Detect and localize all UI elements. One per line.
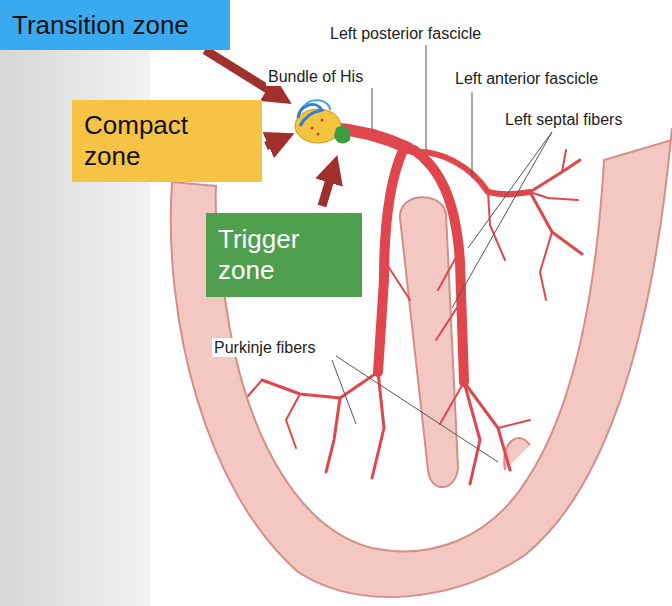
- dot: [321, 119, 324, 122]
- part-label: Left anterior fascicle: [453, 69, 600, 88]
- green-zone-box: Trigger zone: [206, 213, 362, 297]
- dot: [311, 127, 314, 130]
- zone-label: Transition zone: [12, 10, 189, 41]
- zone-label: Compact zone: [84, 110, 234, 172]
- transition-zone-mark: [304, 100, 330, 110]
- av-node: [295, 109, 341, 143]
- conduction-system: [248, 128, 582, 484]
- part-label: Purkinje fibers: [212, 338, 317, 357]
- zone-label: Trigger zone: [218, 224, 328, 286]
- part-label: Left posterior fascicle: [328, 24, 483, 43]
- septum: [400, 197, 458, 487]
- dot: [317, 133, 320, 136]
- transition-zone-mark: [298, 104, 322, 126]
- part-label: Left septal fibers: [503, 110, 624, 129]
- part-label: Bundle of His: [266, 67, 365, 86]
- yellow-zone-box: Compact zone: [72, 100, 262, 182]
- blue-zone-box: Transition zone: [0, 0, 230, 50]
- ventricle-wall: [171, 128, 672, 597]
- gray-panel: [0, 0, 150, 606]
- trigger-zone-mark: [334, 126, 350, 144]
- leader-lines: [332, 45, 552, 462]
